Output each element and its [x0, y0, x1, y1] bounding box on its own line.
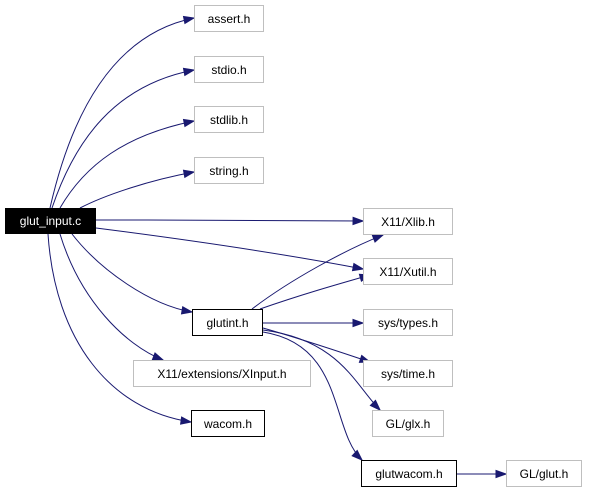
- arrowhead-glutint-h-to-x11-xlib-h: [371, 234, 385, 243]
- edge-glutint-h-to-glutwacom-h: [262, 331, 363, 461]
- edge-glut-input-c-to-x11-extensions-xinput-h: [59, 233, 164, 361]
- arrowhead-glut-input-c-to-string-h: [182, 169, 196, 179]
- edge-glut-input-c-to-stdlib-h: [59, 120, 195, 209]
- edge-glut-input-c-to-x11-xlib-h: [95, 219, 364, 222]
- arrowhead-glutint-h-to-sys-types-h: [352, 318, 365, 328]
- node-stdlib-h[interactable]: stdlib.h: [194, 106, 264, 133]
- edge-glut-input-c-to-wacom-h: [47, 233, 192, 423]
- edge-glutint-h-to-gl-glx-h: [262, 329, 381, 411]
- edge-glut-input-c-to-stdio-h: [51, 69, 195, 209]
- node-wacom-h[interactable]: wacom.h: [191, 410, 265, 437]
- arrowhead-glut-input-c-to-stdlib-h: [182, 118, 196, 128]
- arrowhead-glut-input-c-to-x11-extensions-xinput-h: [151, 352, 165, 361]
- node-gl-glx-h[interactable]: GL/glx.h: [372, 410, 444, 437]
- arrowhead-glut-input-c-to-assert-h: [182, 15, 196, 25]
- edge-glut-input-c-to-glutint-h: [71, 233, 193, 313]
- node-string-h[interactable]: string.h: [194, 157, 264, 184]
- node-stdio-h[interactable]: stdio.h: [194, 56, 264, 83]
- node-x11-extensions-xinput-h[interactable]: X11/extensions/XInput.h: [133, 360, 311, 387]
- node-glutint-h[interactable]: glutint.h: [192, 309, 263, 336]
- node-assert-h[interactable]: assert.h: [194, 5, 264, 32]
- arrowhead-glutint-h-to-gl-glx-h: [369, 399, 382, 412]
- arrowhead-glut-input-c-to-x11-xutil-h: [351, 262, 365, 272]
- node-glut-input-c[interactable]: glut_input.c: [5, 208, 96, 234]
- node-sys-types-h[interactable]: sys/types.h: [363, 309, 453, 336]
- edge-glut-input-c-to-x11-xutil-h: [95, 227, 364, 270]
- node-x11-xutil-h[interactable]: X11/Xutil.h: [363, 258, 453, 285]
- arrowhead-glut-input-c-to-stdio-h: [182, 67, 196, 77]
- node-glutwacom-h[interactable]: glutwacom.h: [361, 460, 457, 487]
- node-x11-xlib-h[interactable]: X11/Xlib.h: [363, 208, 453, 235]
- edge-glutint-h-to-x11-xutil-h: [259, 274, 371, 310]
- edge-glut-input-c-to-assert-h: [49, 17, 195, 209]
- edge-glutint-h-to-x11-xlib-h: [251, 234, 384, 310]
- node-gl-glut-h[interactable]: GL/glut.h: [506, 460, 582, 487]
- arrowhead-glutwacom-h-to-gl-glut-h: [495, 469, 508, 479]
- node-sys-time-h[interactable]: sys/time.h: [363, 360, 453, 387]
- edge-glut-input-c-to-string-h: [79, 171, 195, 209]
- arrowhead-glutint-h-to-glutwacom-h: [351, 449, 364, 462]
- arrowhead-glut-input-c-to-x11-xlib-h: [352, 216, 365, 226]
- arrowhead-glut-input-c-to-glutint-h: [180, 306, 194, 315]
- arrowhead-glut-input-c-to-wacom-h: [180, 416, 193, 425]
